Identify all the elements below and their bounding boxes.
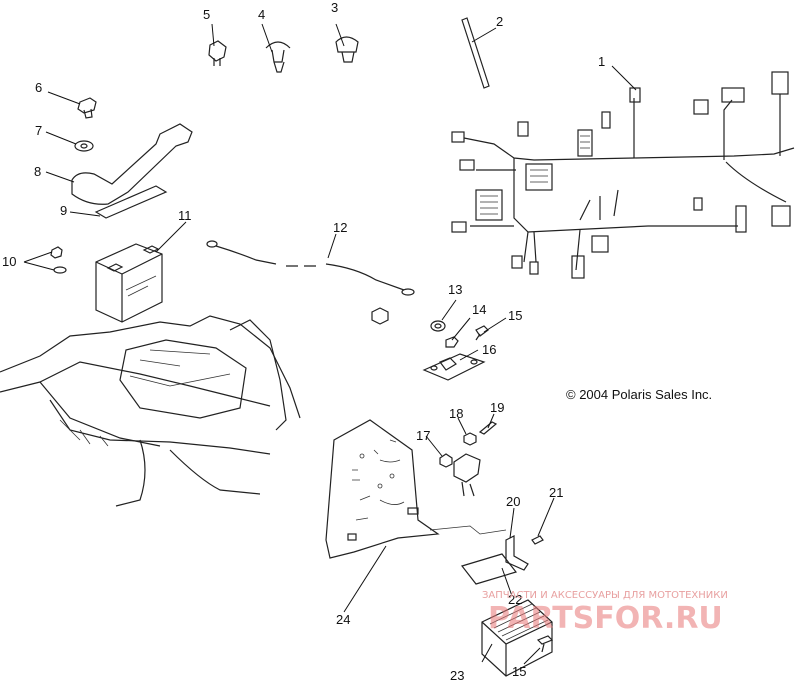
part-9-pad [94,185,168,219]
part-24-mounting-panel [325,419,507,559]
callout-11: 11 [178,208,192,223]
callout-1: 1 [598,54,605,69]
callout-9: 9 [60,203,67,218]
callout-12: 12 [333,220,347,235]
callout-24: 24 [336,612,350,627]
callout-15-upper: 15 [508,308,522,323]
callout-16: 16 [482,342,496,357]
part-16-relay [422,353,486,381]
part-17-18-component [453,453,481,497]
part-4-push-rivet [265,41,291,73]
part-21-screw [531,535,544,545]
callout-18: 18 [449,406,463,421]
callout-7: 7 [35,123,42,138]
part-10-hardware [50,246,67,274]
part-8-hold-down-strap [71,123,193,205]
callout-22: 22 [508,592,522,607]
vehicle-frame [0,315,301,507]
callout-14: 14 [472,302,486,317]
copyright-text: © 2004 Polaris Sales Inc. [566,387,712,402]
part-20-bracket [505,535,529,571]
part-11-battery [95,243,163,323]
callout-2: 2 [496,14,503,29]
part-12-cable [206,240,415,296]
part-13-grommet [430,320,446,332]
callout-21: 21 [549,485,563,500]
callout-23: 23 [450,668,464,681]
part-23-regulator [481,599,553,677]
part-12-nut [371,307,389,325]
callout-3: 3 [331,0,338,15]
callout-6: 6 [35,80,42,95]
watermark-tagline: ЗАПЧАСТИ И АКСЕССУАРЫ ДЛЯ МОТОТЕХНИКИ [482,590,728,601]
callout-17: 17 [416,428,430,443]
callout-13: 13 [448,282,462,297]
part-19-bolt [478,421,498,435]
part-22-pad [460,553,518,585]
part-17-nut [439,453,453,468]
part-14-bushing [445,336,459,348]
part-6-bolt [77,97,97,119]
part-5-clip [208,40,227,66]
callout-20: 20 [506,494,520,509]
part-7-washer [74,140,94,152]
part-15-screw-lower [536,635,554,653]
callout-15-lower: 15 [512,664,526,679]
part-3-push-rivet [335,36,359,63]
callout-10: 10 [2,254,16,269]
callout-8: 8 [34,164,41,179]
part-18-nut [463,432,477,446]
callout-4: 4 [258,7,265,22]
part-15-screw-upper [475,325,489,341]
watermark: ЗАПЧАСТИ И АКСЕССУАРЫ ДЛЯ МОТОТЕХНИКИ PA… [482,590,728,636]
leader-lines [23,23,637,665]
watermark-logo: PARTSFOR.RU [488,601,723,636]
callout-5: 5 [203,7,210,22]
part-1-wiring-harness [451,71,795,279]
part-2-strap [461,17,490,89]
callout-19: 19 [490,400,504,415]
callout-labels: 5 4 3 2 1 6 7 8 9 10 11 12 13 14 15 16 1… [2,0,605,681]
